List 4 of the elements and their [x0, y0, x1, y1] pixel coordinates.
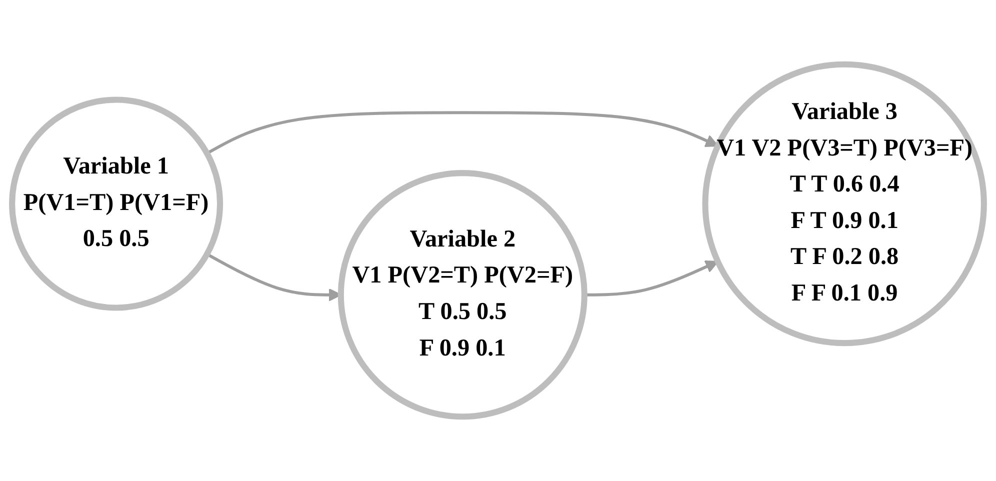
- node-circle: Variable 3 V1 V2 P(V3=T) P(V3=F) T T 0.6 0.4 F T 0.9 0.1 T F 0.2 0.8 F F 0.1 0.9: [702, 61, 987, 346]
- node-circle: Variable 1 P(V1=T) P(V1=F) 0.5 0.5: [9, 96, 224, 311]
- arrow: [206, 111, 718, 155]
- node-circle: Variable 2 V1 P(V2=T) P(V2=F) T 0.5 0.5 F 0.9 0.1: [338, 170, 588, 420]
